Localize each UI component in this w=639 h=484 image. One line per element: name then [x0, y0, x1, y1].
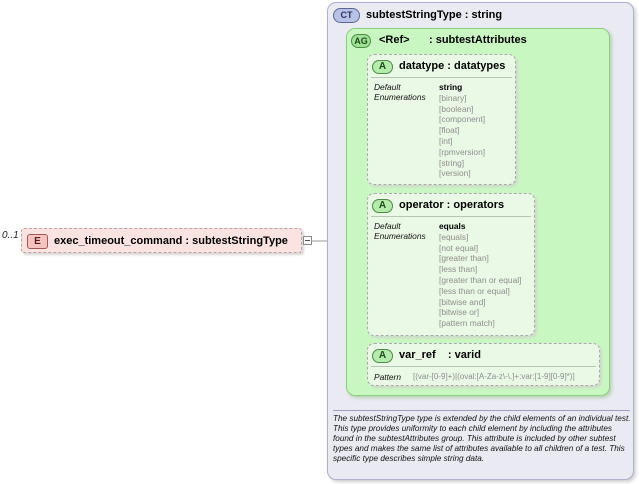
attribute-title: var_ref : varid — [399, 349, 481, 361]
collapse-toggle-icon[interactable] — [303, 236, 312, 245]
enumeration-value: [greater than or equal] — [439, 274, 522, 285]
attribute-divider — [371, 216, 531, 217]
attribute-badge: A — [372, 60, 393, 74]
enumerations-label: Enumerations — [374, 92, 426, 102]
enumeration-value: [bitwise and] — [439, 296, 486, 307]
enumerations-label: Enumerations — [374, 231, 426, 241]
element-exec-timeout-command[interactable]: E exec_timeout_command : subtestStringTy… — [21, 228, 302, 253]
pattern-value: [(var-[0-9]+)|(oval:[A-Za-z\-\.]+:var:[1… — [413, 372, 575, 381]
attribute-divider — [371, 366, 596, 367]
attribute-title: datatype : datatypes — [399, 60, 506, 72]
attribute-operator[interactable]: A operator : operators Default Enumerati… — [367, 193, 535, 336]
enumeration-value: [binary] — [439, 92, 467, 103]
enumeration-value: [equals] — [439, 231, 469, 242]
complex-type-badge: CT — [333, 8, 360, 23]
complex-type-title: subtestStringType : string — [366, 9, 503, 21]
enumeration-value: [component] — [439, 114, 486, 125]
enumeration-value: [boolean] — [439, 103, 474, 114]
enumeration-value: [pattern match] — [439, 318, 495, 329]
enumeration-value: [rpmversion] — [439, 146, 486, 157]
enumeration-value: [int] — [439, 135, 453, 146]
element-label: exec_timeout_command : subtestStringType — [54, 235, 288, 247]
occurrence-label: 0..1 — [2, 230, 19, 241]
enumeration-value: [not equal] — [439, 242, 479, 253]
complex-type-documentation: The subtestStringType type is extended b… — [333, 414, 631, 463]
enumeration-value: [greater than] — [439, 253, 489, 264]
attribute-group-badge: AG — [351, 34, 371, 48]
attribute-group-ref: <Ref> — [379, 34, 410, 46]
element-badge: E — [27, 234, 48, 249]
attribute-group-name: : subtestAttributes — [429, 34, 527, 46]
documentation-divider — [333, 410, 630, 411]
enumeration-value: [bitwise or] — [439, 307, 480, 318]
attribute-divider — [371, 77, 512, 78]
default-value: string — [439, 82, 463, 92]
default-value: equals — [439, 221, 466, 231]
enumeration-value: [float] — [439, 125, 460, 136]
attribute-values: string [binary][boolean][component][floa… — [439, 82, 485, 179]
attribute-values: equals [equals][not equal][greater than]… — [439, 221, 521, 329]
attribute-var-ref[interactable]: A var_ref : varid Pattern [(var-[0-9]+)|… — [367, 343, 600, 386]
pattern-label: Pattern — [374, 372, 402, 382]
attribute-title: operator : operators — [399, 199, 505, 211]
default-label: Default — [374, 221, 401, 231]
enumeration-value: [less than] — [439, 264, 478, 275]
attribute-badge: A — [372, 349, 393, 363]
attribute-badge: A — [372, 199, 393, 213]
enumeration-value: [string] — [439, 157, 465, 168]
enumeration-value: [less than or equal] — [439, 285, 510, 296]
attribute-datatype[interactable]: A datatype : datatypes Default Enumerati… — [367, 54, 516, 185]
default-label: Default — [374, 82, 401, 92]
enumeration-value: [version] — [439, 168, 471, 179]
